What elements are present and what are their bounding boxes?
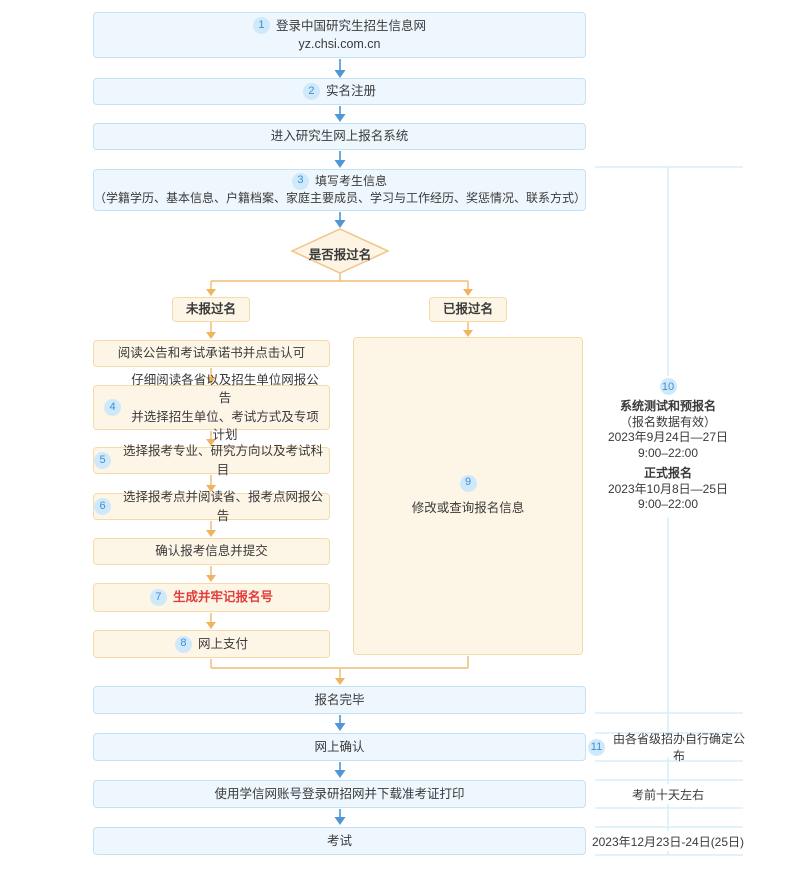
orange-lines [210,273,469,679]
step-confirm-submit-box: 确认报考信息并提交 [93,538,330,565]
step-number-badge: 8 [174,635,192,653]
step-fill-info-label: 填写考生信息 [314,173,387,188]
step-read-province-box: 4 仔细阅读各省以及招生单位网报公告 并选择招生单位、考试方式及专项计划 [93,373,330,442]
note-exam-date: 2023年12月23日-24日(25日) [588,831,748,851]
note-prereg-sub: （报名数据有效） [619,414,716,429]
note-registration-period: 10 系统测试和预报名 （报名数据有效） 2023年9月24日—27日 9:00… [588,376,748,517]
step-register-label: 实名注册 [325,84,376,99]
step-choose-major-box: 5 选择报考专业、研究方向以及考试科目 [93,444,330,477]
step-choose-site-box: 6 选择报考点并阅读省、报考点网报公告 [93,490,330,523]
step-number-badge: 7 [149,589,167,606]
step-fill-info-detail: （学籍学历、基本信息、户籍档案、家庭主要成员、学习与工作经历、奖惩情况、联系方式… [94,191,587,205]
step-exam-box: 考试 [93,827,586,855]
note-ticket-time: 考前十天左右 [608,784,728,804]
step-generate-id-label: 生成并牢记报名号 [172,590,273,605]
note-prereg-time: 9:00–22:00 [637,445,699,460]
step-done-box: 报名完毕 [93,686,586,714]
note-confirm-announce: 11 由各省级招办自行确定公布 [588,732,748,763]
note-prereg-title: 系统测试和预报名 [619,399,716,413]
note-formal-date: 2023年10月8日—25日 [607,481,729,496]
decision-label: 是否报过名 [308,248,372,262]
step-modify-query-label: 修改或查询报名信息 [411,500,525,515]
step-number-badge: 1 [252,17,270,35]
step-login-box: 1 登录中国研究生招生信息网 yz.chsi.com.cn [93,12,586,58]
step-enter-system-box: 进入研究生网上报名系统 [93,123,586,150]
orange-arrowheads [206,289,473,685]
note-formal-title: 正式报名 [643,466,692,480]
step-online-confirm-box: 网上确认 [93,733,586,761]
branch-not-registered-box: 未报过名 [172,297,250,322]
step-pay-online-label: 网上支付 [197,636,248,651]
step-generate-id-box: 7 生成并牢记报名号 [93,583,330,612]
step-choose-site-label: 选择报考点并阅读省、报考点网报公告 [122,490,323,523]
branch-registered-box: 已报过名 [429,297,507,322]
step-number-badge: 4 [104,399,121,416]
step-fill-info-box: 3 填写考生信息 （学籍学历、基本信息、户籍档案、家庭主要成员、学习与工作经历、… [93,169,586,211]
step-download-ticket-box: 使用学信网账号登录研招网并下载准考证打印 [93,780,586,808]
step-number-badge: 6 [94,498,111,515]
step-enter-system-label: 进入研究生网上报名系统 [270,129,409,144]
note-formal-time: 9:00–22:00 [637,497,699,511]
step-register-box: 2 实名注册 [93,78,586,105]
step-number-badge: 3 [291,172,309,190]
step-login-label: 登录中国研究生招生信息网 [275,18,426,33]
step-number-badge: 9 [459,474,477,492]
step-number-badge: 5 [94,452,111,469]
step-pay-online-box: 8 网上支付 [93,630,330,658]
note-prereg-date: 2023年9月24日—27日 [607,430,729,444]
step-modify-query-box: 9 修改或查询报名信息 [353,337,583,655]
step-login-url: yz.chsi.com.cn [298,37,381,51]
step-read-province-text: 仔细阅读各省以及招生单位网报公告 并选择招生单位、考试方式及专项计划 [131,373,319,442]
step-read-notice-box: 阅读公告和考试承诺书并点击认可 [93,340,330,367]
note-confirm-announce-label: 由各省级招办自行确定公布 [612,732,745,763]
blue-arrows [334,59,346,825]
note-number-badge: 11 [588,738,605,756]
note-number-badge: 10 [659,378,677,395]
step-number-badge: 2 [302,83,320,100]
step-choose-major-label: 选择报考专业、研究方向以及考试科目 [122,444,323,477]
